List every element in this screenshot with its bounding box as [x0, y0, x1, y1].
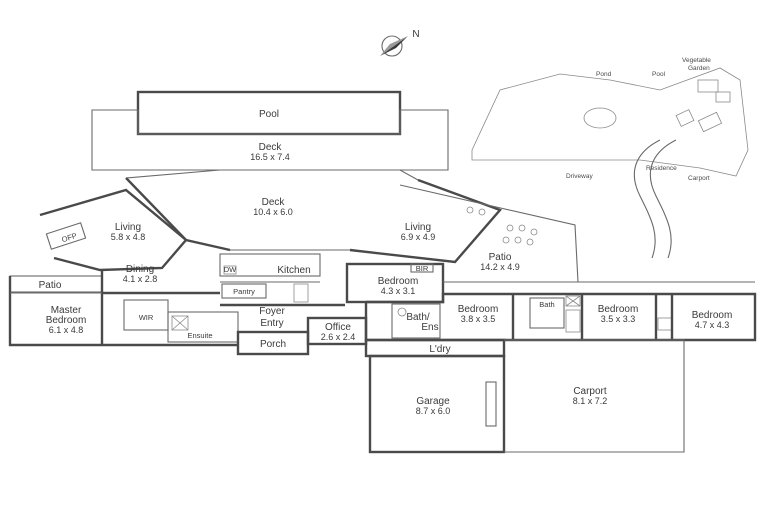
- kitchen-label: Kitchen: [277, 265, 310, 276]
- ensuite-label: Ensuite: [187, 331, 212, 340]
- deck-upper-label: Deck: [262, 197, 286, 208]
- bedroom-center-dims: 4.3 x 3.1: [381, 286, 416, 296]
- patio-right-dims: 14.2 x 4.9: [480, 262, 520, 272]
- pond-outline: [583, 107, 617, 129]
- dining-dims: 4.1 x 2.8: [123, 274, 158, 284]
- master-bedroom-dims: 6.1 x 4.8: [49, 325, 84, 335]
- ensuite-outline: [167, 311, 239, 343]
- entry-label: Entry: [260, 318, 283, 329]
- bath-ens-label-line2: Ens: [421, 322, 438, 333]
- bath-ens-label: Bath/: [406, 312, 430, 323]
- deck-main-label: Deck: [259, 142, 283, 153]
- compass-north-label: N: [412, 29, 419, 40]
- office-label: Office: [325, 322, 351, 333]
- living-right-dims: 6.9 x 4.9: [401, 232, 436, 242]
- garage-dims: 8.7 x 6.0: [416, 406, 451, 416]
- bedroom-4-label: Bedroom: [692, 310, 733, 321]
- garage-outline: [368, 354, 506, 454]
- living-right-wall: [349, 178, 503, 264]
- pantry-outline: [221, 283, 267, 299]
- master-bedroom-label: Master: [51, 305, 82, 316]
- bedroom-2-label: Bedroom: [458, 304, 499, 315]
- deck-upper-top-edge: [125, 169, 419, 181]
- fireplace-outline: [45, 222, 87, 250]
- office-dims: 2.6 x 2.4: [321, 332, 356, 342]
- bedroom-3-dims: 3.5 x 3.3: [601, 314, 636, 324]
- site-pond-label: Pond: [596, 71, 612, 78]
- garage-label: Garage: [416, 396, 450, 407]
- bedroom-3-label: Bedroom: [598, 304, 639, 315]
- deck-main-dims: 16.5 x 7.4: [250, 152, 290, 162]
- bedroom-center-label: Bedroom: [378, 276, 419, 287]
- dining-label: Dining: [126, 264, 154, 275]
- laundry-label: L'dry: [429, 344, 450, 355]
- carport-label: Carport: [573, 386, 607, 397]
- fridge-outline: [293, 283, 309, 303]
- dishwasher-label: DW: [224, 265, 237, 274]
- site-residence-block: [675, 109, 695, 127]
- porch-label: Porch: [260, 339, 286, 350]
- site-pool-label: Pool: [652, 71, 666, 78]
- patio-dots: [466, 206, 538, 246]
- pantry-label: Pantry: [233, 287, 255, 296]
- living-left-dims: 5.8 x 4.8: [111, 232, 146, 242]
- carport-dims: 8.1 x 7.2: [573, 396, 608, 406]
- foyer-label: Foyer: [259, 306, 285, 317]
- site-boundary: [471, 67, 749, 177]
- patio-left-label: Patio: [39, 280, 62, 291]
- site-garden-label: Garden: [688, 65, 710, 72]
- wir-label: WIR: [139, 313, 154, 322]
- patio-right-outline: [399, 184, 579, 283]
- bath-ens-outline: [391, 303, 441, 339]
- shower-outline: [171, 315, 189, 331]
- driveway-path: [633, 139, 661, 259]
- bedroom-4-dims: 4.7 x 4.3: [695, 320, 730, 330]
- kitchen-island: [219, 253, 321, 277]
- living-left-outline: [39, 188, 188, 272]
- master-bedroom-label-line2: Bedroom: [46, 315, 87, 326]
- patio-right-label: Patio: [489, 252, 512, 263]
- fireplace-label: OFP: [61, 231, 78, 244]
- bedroom-2-dims: 3.8 x 3.5: [461, 314, 496, 324]
- pool-label: Pool: [259, 109, 279, 120]
- bath-label: Bath: [539, 300, 554, 309]
- west-wing-outer-wall: [8, 276, 238, 347]
- site-vegetable-label: Vegetable: [682, 57, 711, 64]
- carport-outline: [504, 339, 685, 453]
- bathtub-outline: [565, 309, 581, 333]
- living-right-label: Living: [405, 222, 431, 233]
- bir-label: BIR: [416, 264, 429, 273]
- bath-outline: [529, 297, 565, 329]
- site-residence-label: Residence: [646, 165, 677, 172]
- site-driveway-label: Driveway: [566, 173, 593, 180]
- site-plan: [471, 67, 749, 259]
- deck-main-outline: [91, 109, 449, 171]
- living-left-label: Living: [115, 222, 141, 233]
- compass-icon: [380, 35, 408, 57]
- deck-upper-dims: 10.4 x 6.0: [253, 207, 293, 217]
- site-carport-label: Carport: [688, 175, 710, 182]
